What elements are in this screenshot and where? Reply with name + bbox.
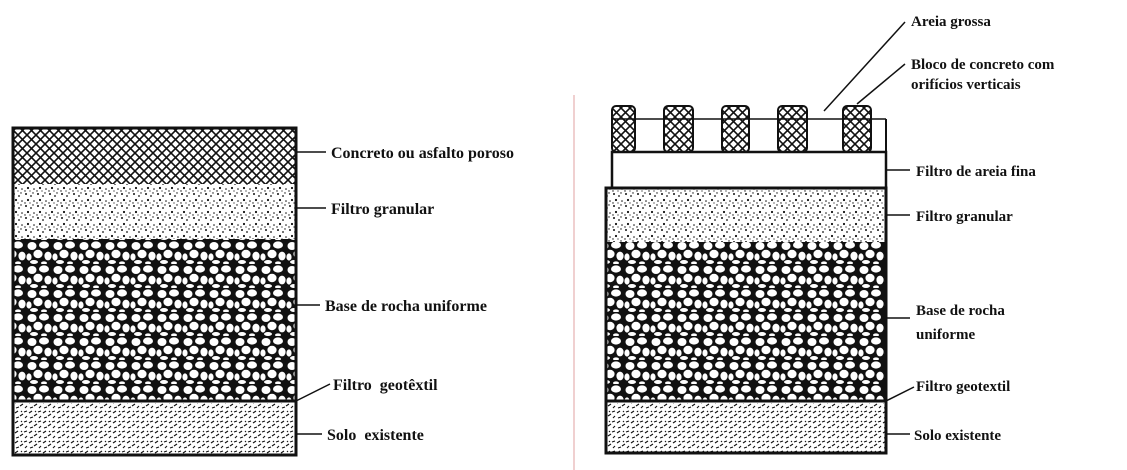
left-granular-filter-layer [13, 184, 296, 239]
concrete-block [721, 105, 750, 153]
left-section-outline [11, 126, 298, 457]
left-label-geotextile: Filtro geotêxtil [333, 377, 438, 394]
right-cross-section: Areia grossa Bloco de concreto com orifí… [604, 14, 1055, 455]
left-label-rock: Base de rocha uniforme [325, 298, 487, 315]
right-rock-base-layer [606, 242, 886, 400]
fine-sand-filter-layer [610, 150, 888, 190]
concrete-block [777, 105, 808, 153]
right-section-outline [604, 186, 888, 455]
concrete-blocks [611, 105, 887, 153]
right-label-geotextile: Filtro geotextil [916, 379, 1010, 395]
left-geotextile-leader [295, 383, 331, 402]
left-rock-base-layer [13, 239, 296, 400]
right-granular-filter-layer [606, 188, 886, 242]
right-label-sand: Areia grossa [911, 14, 991, 30]
left-label-granular: Filtro granular [331, 201, 434, 218]
right-label-fine-sand: Filtro de areia fina [916, 164, 1036, 180]
right-existing-soil-layer [606, 403, 886, 453]
concrete-block [611, 105, 636, 153]
right-label-block-line2: orifícios verticais [911, 77, 1021, 93]
right-label-granular: Filtro granular [916, 209, 1013, 225]
left-label-soil: Solo existente [327, 427, 424, 444]
right-label-rock-line2: uniforme [916, 327, 976, 343]
left-existing-soil-layer [13, 403, 296, 455]
right-geotextile-leader [885, 386, 915, 402]
left-porous-surface-layer [13, 128, 296, 184]
right-label-block-line1: Bloco de concreto com [911, 57, 1055, 73]
concrete-block [842, 105, 872, 153]
concrete-block [663, 105, 694, 153]
left-label-surface: Concreto ou asfalto poroso [331, 145, 514, 162]
right-label-soil: Solo existente [914, 428, 1001, 444]
sand-leader [823, 21, 906, 112]
block-leader [856, 63, 906, 105]
right-label-rock-line1: Base de rocha [916, 303, 1005, 319]
left-cross-section: Concreto ou asfalto poroso Filtro granul… [11, 126, 514, 457]
